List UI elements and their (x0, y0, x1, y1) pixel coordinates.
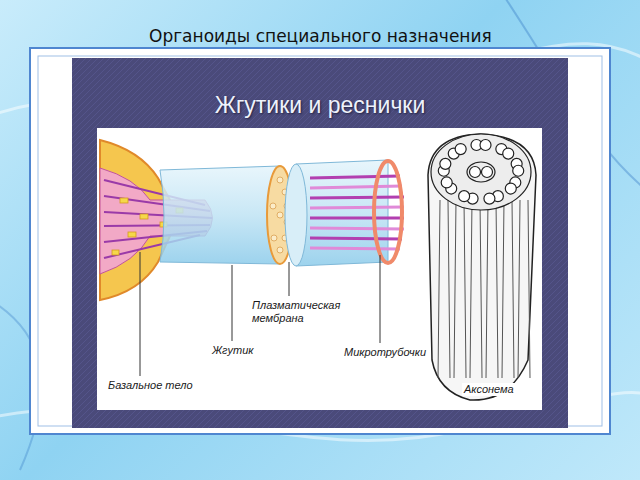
tubule-circle (484, 193, 495, 204)
tubule-line (470, 200, 472, 378)
slide-title: Органоиды специального назначения (149, 26, 492, 46)
tubule-line (502, 200, 504, 378)
tubule-circle (503, 148, 514, 159)
dark-panel (72, 58, 568, 428)
microtubule-bundle (310, 176, 404, 249)
central-sheath (467, 162, 495, 182)
leader-line (289, 262, 290, 296)
part-label: Аксонема (462, 383, 516, 396)
tubule-line (448, 200, 450, 378)
tubule-circle (440, 158, 451, 169)
leader-line (140, 252, 141, 376)
tubule-circle (513, 165, 524, 176)
central-tubule (470, 167, 481, 178)
tubule-line (496, 200, 498, 378)
part-label: Микротрубочки (342, 346, 428, 359)
part-label: Жгутик (210, 344, 256, 357)
flagellum-drawing (100, 140, 404, 300)
leader-line (380, 255, 381, 343)
tubule-line (480, 200, 482, 378)
axoneme-drawing (428, 134, 536, 400)
tubule-line (454, 200, 456, 378)
tubule-line (438, 200, 440, 378)
tubule-circle (480, 140, 491, 151)
tubule-circle (459, 191, 470, 202)
tubule-line (464, 200, 466, 378)
slide-frame (30, 48, 610, 434)
microtubule-doublets (438, 140, 523, 205)
sheath-rim (374, 161, 402, 263)
tubule-line (512, 200, 514, 378)
tubule-line (486, 200, 488, 378)
slide-heading: Жгутики и реснички (72, 92, 568, 119)
sheath-end (285, 164, 307, 266)
tubule-line (528, 200, 530, 378)
leader-line (232, 265, 233, 341)
picture-ground (97, 128, 542, 410)
tubule-circle (505, 183, 516, 194)
part-label: Плазматическая мембрана (250, 299, 354, 324)
axoneme-section (431, 134, 531, 210)
part-label: Базальное тело (106, 379, 195, 392)
tubule-circle (441, 177, 452, 188)
axoneme-body (428, 134, 536, 400)
axoneme-tubules (438, 200, 530, 378)
flagellum-sheath (160, 166, 280, 264)
tubule-circle (455, 144, 466, 155)
tubule-line (518, 200, 520, 378)
central-tubule (482, 167, 493, 178)
